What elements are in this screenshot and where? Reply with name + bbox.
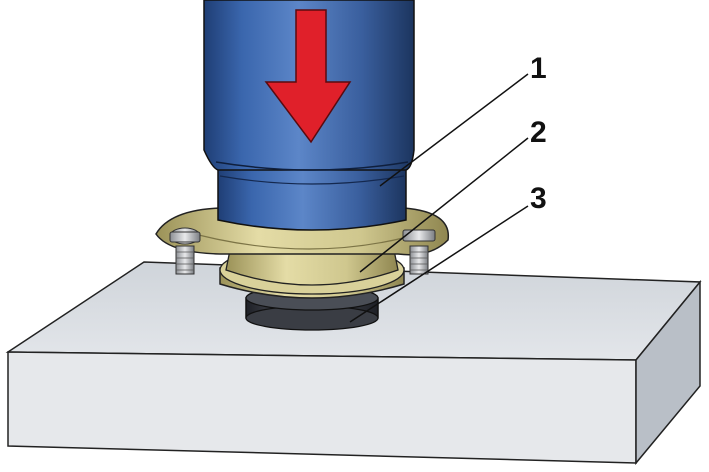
leader-line-3 [349,205,529,323]
leader-line-2 [359,137,529,273]
callout-2: 2 [530,116,547,149]
callout-3: 3 [530,182,547,215]
base-plate-front [7,351,637,464]
leader-line-1 [379,73,529,187]
press-direction-arrow [264,9,352,144]
base-plate [5,261,702,466]
callout-1: 1 [530,52,547,85]
base-plate-side [635,279,701,466]
bolt-left [169,227,201,275]
bolt-right [402,229,436,275]
